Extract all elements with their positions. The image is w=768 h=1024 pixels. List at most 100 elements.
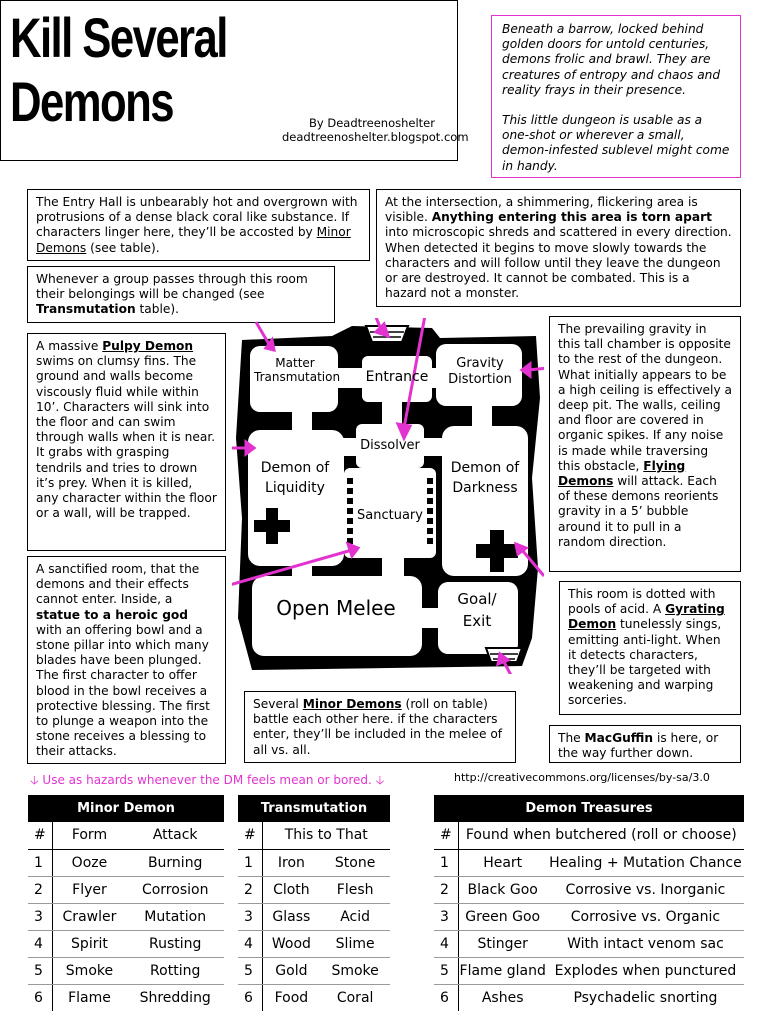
treasure-effect: Psychadelic snorting — [573, 989, 718, 1006]
liquidity-text-end: swims on clumsy fins. The ground and wal… — [36, 354, 217, 521]
sanctuary-box: A sanctified room, that the demons and t… — [27, 556, 226, 764]
trans-to: Flesh — [320, 876, 390, 904]
trans-from: Cloth — [262, 876, 321, 904]
treasure-idx: 6 — [434, 984, 459, 1011]
trans-to: Smoke — [320, 957, 390, 985]
trans-to: Slime — [320, 930, 390, 958]
trans-from: Wood — [262, 930, 321, 958]
trans-from: Iron — [262, 849, 321, 877]
intro-paragraph-2: This little dungeon is usable as a one-s… — [502, 113, 730, 173]
minor-idx: 4 — [28, 930, 53, 958]
darkness-box: This room is dotted with pools of acid. … — [559, 581, 741, 715]
byline-author: By Deadtreenoshelter — [309, 116, 435, 130]
entry-hall-text-end: (see table). — [86, 240, 160, 255]
macguffin-label: MacGuffin — [584, 731, 654, 745]
transmutation-text-end: table). — [135, 302, 179, 317]
byline-url: deadtreenoshelter.blogspot.com — [282, 130, 469, 144]
minor-form: Flyer — [52, 876, 127, 904]
title-line-2: Demons — [10, 70, 175, 133]
melee-text-end: (roll on table) battle each other here. … — [253, 697, 503, 757]
title-line-1: Kill Several — [10, 6, 228, 69]
treasure-part: Green Goo — [458, 903, 547, 931]
entry-hall-text: The Entry Hall is unbearably hot and ove… — [36, 195, 358, 240]
minor-demon-title: Minor Demon — [28, 795, 224, 822]
gyrating-demon-label: Gyrating Demon — [568, 602, 725, 632]
byline: By Deadtreenoshelter deadtreenoshelter.b… — [282, 116, 469, 144]
treasures-title: Demon Treasures — [434, 795, 744, 822]
trans-to: Coral — [336, 989, 374, 1006]
treasure-col-idx: # — [434, 822, 459, 850]
trans-idx: 6 — [238, 984, 263, 1011]
minor-col-idx: # — [28, 822, 53, 850]
dissolver-text: At the intersection, a shimmering, flick… — [385, 195, 698, 225]
melee-text: Several — [253, 697, 303, 711]
melee-box: Several Minor Demons (roll on table) bat… — [244, 691, 516, 763]
minor-attack: Corrosion — [126, 876, 224, 904]
liquidity-box: A massive Pulpy Demon swims on clumsy fi… — [27, 333, 226, 551]
trans-idx: 1 — [238, 849, 263, 877]
minor-attack: Burning — [126, 849, 224, 877]
minor-attack: Rusting — [126, 930, 224, 958]
transmutation-text: Whenever a group passes through this roo… — [36, 272, 308, 302]
minor-col-form: Form — [52, 822, 127, 850]
gravity-text-end: will attack. Each of these demons reorie… — [558, 474, 719, 549]
demon-treasures-table: Demon Treasures # Found when butchered (… — [434, 795, 744, 1011]
minor-form: Spirit — [52, 930, 127, 958]
treasure-part: Stinger — [458, 930, 547, 958]
minor-attack: Shredding — [139, 989, 211, 1006]
minor-idx: 6 — [28, 984, 53, 1011]
treasure-idx: 5 — [434, 957, 459, 985]
trans-idx: 4 — [238, 930, 263, 958]
darkness-text: This room is dotted with pools of acid. … — [568, 587, 716, 617]
treasure-effect: Corrosive vs. Inorganic — [546, 876, 744, 904]
sanctuary-text: A sanctified room, that the demons and t… — [36, 562, 200, 607]
trans-col-this-to-that: This to That — [262, 822, 390, 850]
map-label-sanctuary: Sanctuary — [357, 508, 423, 523]
table-row: 6 Ashes Psychadelic snorting — [434, 984, 744, 1011]
map-label-matter-transmutation: Matter Transmutation — [254, 356, 341, 384]
gravity-text: The prevailing gravity in this tall cham… — [558, 322, 732, 473]
hazard-note: 🡣 Use as hazards whenever the DM feels m… — [30, 773, 385, 787]
title-box: Kill Several Demons By Deadtreenoshelter… — [0, 0, 469, 161]
trans-to: Acid — [320, 903, 390, 931]
treasure-effect: Corrosive vs. Organic — [546, 903, 744, 931]
treasure-part: Flame gland — [458, 957, 547, 985]
map-label-demon-of-liquidity: Demon of Liquidity — [260, 460, 330, 496]
map-label-gravity-distortion: Gravity Distortion — [448, 356, 512, 387]
table-row: 6 Flame Shredding — [28, 984, 224, 1011]
intro-box: Beneath a barrow, locked behind golden d… — [491, 15, 741, 178]
goal-box: The MacGuffin is here, or the way furthe… — [549, 725, 741, 763]
trans-idx: 5 — [238, 957, 263, 985]
minor-attack: Mutation — [126, 903, 224, 931]
trans-from: Glass — [262, 903, 321, 931]
dungeon-map: Matter Transmutation Entrance Gravity Di… — [225, 257, 549, 739]
treasure-effect: Explodes when punctured — [546, 957, 744, 985]
minor-idx: 3 — [28, 903, 53, 931]
trans-from: Gold — [262, 957, 321, 985]
trans-to: Stone — [320, 849, 390, 877]
map-label-entrance: Entrance — [365, 369, 429, 385]
treasure-effect: With intact venom sac — [546, 930, 744, 958]
liquidity-text: A massive — [36, 339, 103, 353]
sanctuary-statue: statue to a heroic god — [36, 607, 189, 622]
trans-col-idx: # — [238, 822, 263, 850]
license-url: http://creativecommons.org/licenses/by-s… — [454, 771, 710, 784]
minor-col-attack: Attack — [126, 822, 224, 850]
minor-form: Flame — [68, 989, 111, 1006]
transmutation-title: Transmutation — [238, 795, 390, 822]
minor-idx: 1 — [28, 849, 53, 877]
treasure-part: Ashes — [481, 989, 524, 1006]
map-label-dissolver: Dissolver — [360, 438, 420, 453]
treasure-part: Heart — [458, 849, 547, 877]
